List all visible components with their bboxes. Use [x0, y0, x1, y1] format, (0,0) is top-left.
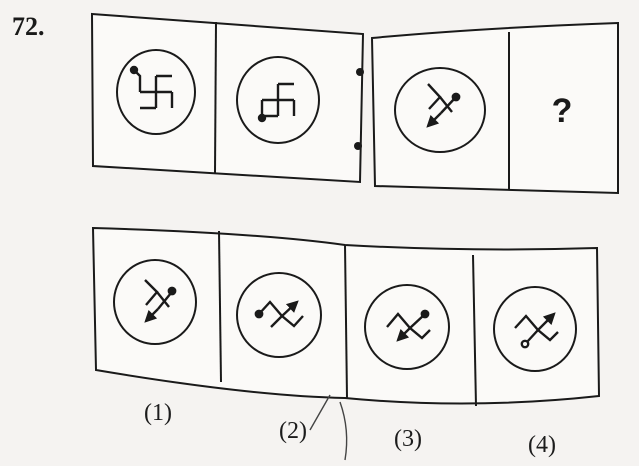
option-2-label[interactable]: (2)	[263, 418, 323, 445]
option-4-label[interactable]: (4)	[512, 432, 572, 459]
problem-strip-right	[372, 23, 618, 193]
ratio-colon-top	[356, 68, 364, 76]
option-1-label[interactable]: (1)	[128, 400, 188, 427]
unknown-figure-mark: ?	[552, 92, 573, 130]
option-3-label[interactable]: (3)	[378, 426, 438, 453]
ratio-colon-bottom	[354, 142, 362, 150]
options-strip	[93, 228, 599, 406]
problem-strip-left	[92, 14, 363, 182]
